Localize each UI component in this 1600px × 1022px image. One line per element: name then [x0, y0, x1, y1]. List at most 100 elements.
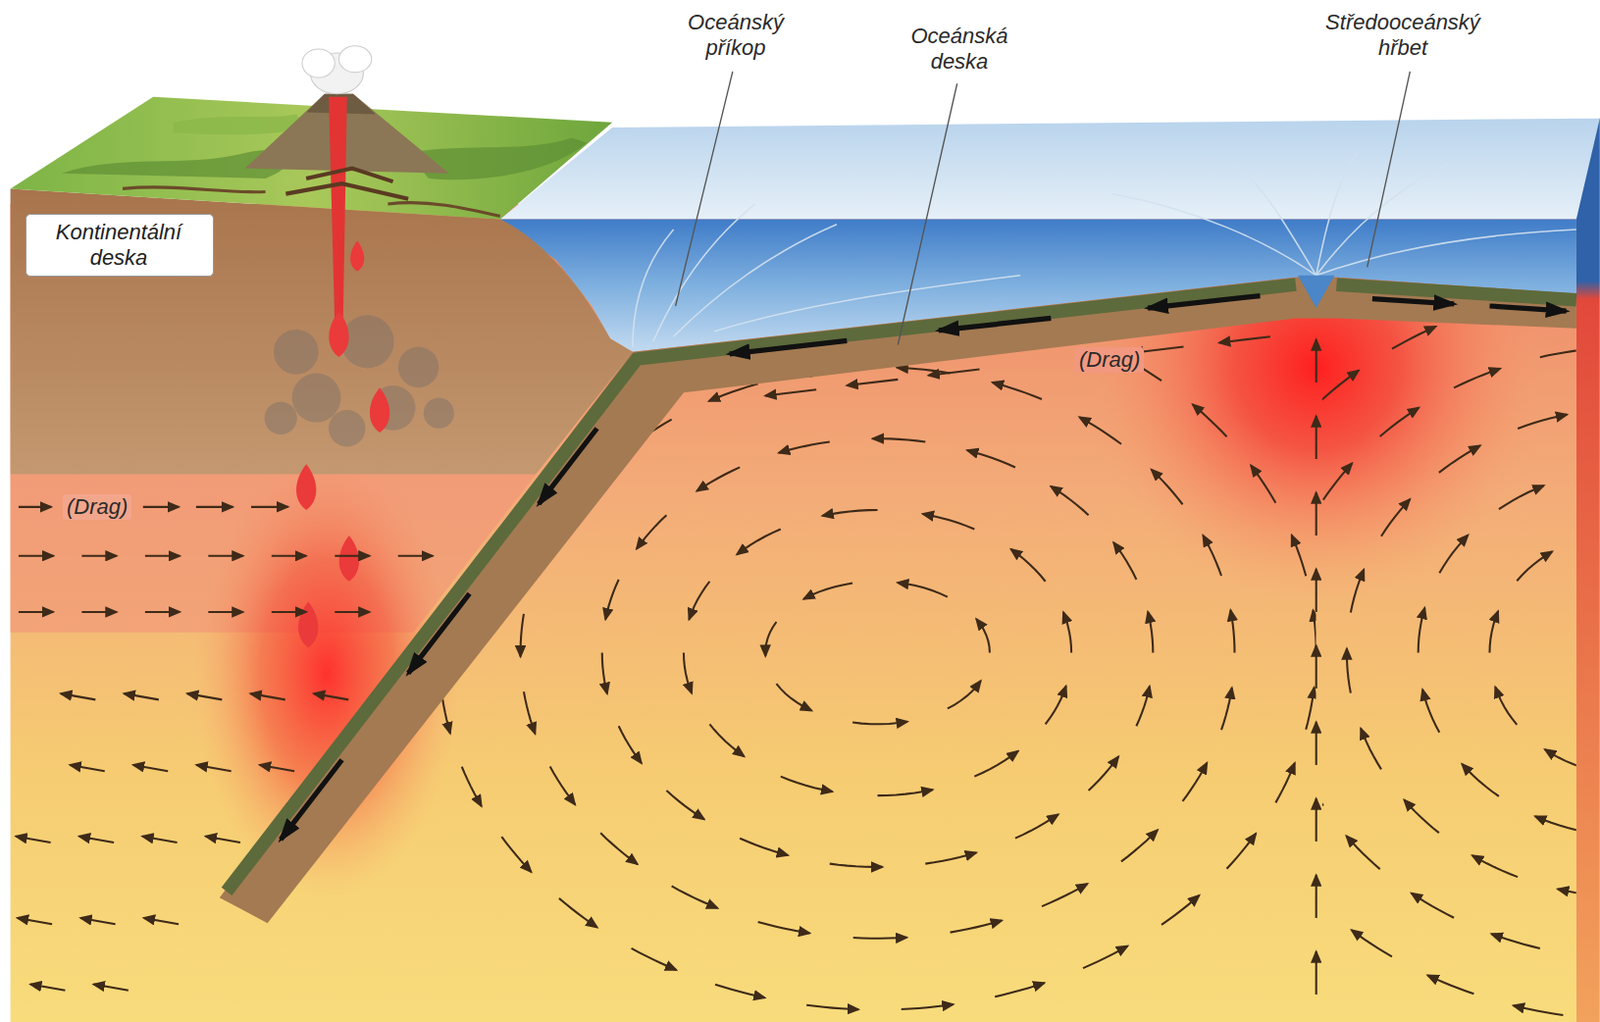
flow-arrow: [715, 984, 766, 999]
flow-arrow: [145, 555, 180, 558]
flow-arrow: [775, 683, 812, 711]
flow-arrow: [1219, 336, 1271, 343]
ridge-rift: [1297, 275, 1335, 309]
flow-arrow: [778, 441, 830, 453]
flow-arrow: [1427, 975, 1474, 994]
flow-arrow: [1491, 933, 1540, 949]
flow-arrow: [81, 611, 116, 614]
flow-arrow: [755, 300, 807, 310]
flow-arrow: [1183, 763, 1208, 802]
flow-arrow: [559, 898, 598, 929]
magma-drops: [296, 240, 390, 648]
flow-arrow: [994, 982, 1044, 997]
flow-arrow: [629, 419, 671, 448]
plate-label: Oceánská deska: [898, 23, 1021, 75]
flow-arrow: [94, 984, 129, 991]
flow-arrow: [1192, 404, 1228, 437]
flow-arrow: [1230, 610, 1235, 654]
flow-arrow: [1350, 569, 1364, 614]
flow-arrow: [848, 295, 901, 299]
ocean-surface: [500, 118, 1600, 220]
flow-arrow: [18, 611, 53, 614]
flow-arrow: [1305, 687, 1314, 730]
flow-arrow: [967, 450, 1016, 467]
flow-arrow: [780, 776, 833, 792]
flow-arrow: [974, 751, 1019, 777]
flow-arrow: [1346, 648, 1351, 693]
flow-arrow: [1315, 722, 1318, 766]
flow-arrow: [1588, 530, 1600, 537]
flow-arrow: [1206, 569, 1216, 614]
flow-arrow: [17, 918, 52, 925]
flow-arrow: [992, 382, 1042, 400]
flow-arrow: [696, 466, 740, 491]
flow-arrow: [822, 510, 878, 517]
flow-arrow: [600, 832, 638, 865]
flow-arrow: [80, 918, 115, 925]
flow-arrow: [79, 836, 114, 843]
flow-arrow: [334, 611, 369, 614]
flow-arrow: [1135, 686, 1149, 727]
flow-arrow: [1380, 408, 1420, 437]
flow-arrow: [668, 320, 716, 339]
continental-crust: [10, 188, 633, 474]
flow-arrow: [1439, 445, 1481, 473]
flow-arrow: [671, 885, 719, 908]
flow-arrow: [1411, 893, 1454, 919]
flow-arrow: [943, 300, 995, 310]
flow-arrow: [1403, 800, 1439, 834]
flow-arrow: [207, 611, 243, 614]
flow-arrow: [30, 984, 65, 991]
flow-arrow: [206, 836, 241, 843]
flow-arrow: [1275, 609, 1280, 654]
flow-arrow: [803, 583, 853, 600]
flow-arrow: [142, 836, 177, 843]
flow-arrow: [709, 383, 759, 402]
flow-arrow: [18, 506, 52, 509]
flow-arrow: [1315, 645, 1318, 689]
flow-arrow: [196, 506, 233, 509]
flow-arrow: [683, 653, 692, 694]
flow-arrow: [688, 581, 710, 620]
flow-arrow: [271, 611, 307, 614]
flow-arrow: [1321, 370, 1359, 401]
flow-arrow: [605, 579, 619, 620]
flow-arrow: [1489, 611, 1498, 653]
flow-arrow: [736, 528, 781, 555]
flow-arrow: [1315, 798, 1318, 842]
flow-arrow: [1315, 951, 1318, 995]
flow-arrow: [1147, 612, 1153, 654]
magma-chamber-rock: [264, 314, 455, 447]
flow-arrow: [144, 918, 179, 925]
flow-arrow: [877, 789, 933, 796]
flow-arrow: [18, 555, 53, 558]
flow-arrow: [1472, 855, 1518, 878]
plate-motion-arrows: [280, 296, 1566, 840]
flow-arrow: [1151, 469, 1184, 506]
flow-arrow: [1083, 946, 1128, 970]
flow-arrow: [1226, 495, 1246, 536]
flow-arrow: [1315, 339, 1318, 383]
flow-arrow: [1545, 749, 1589, 770]
flow-arrow: [1213, 727, 1228, 771]
flow-arrow: [196, 765, 231, 772]
flow-arrow: [1461, 764, 1499, 797]
flow-arrow: [1540, 349, 1591, 358]
flow-arrow: [334, 555, 369, 558]
convection-arrows: [15, 286, 1600, 1021]
volcano: [245, 46, 450, 327]
flow-arrow: [896, 367, 950, 374]
flow-arrow: [636, 515, 667, 549]
flow-arrow: [1045, 686, 1067, 725]
flow-arrow: [1221, 687, 1233, 730]
flow-arrow: [1517, 414, 1567, 429]
leader-lines: [675, 71, 1411, 346]
flow-arrow: [1300, 766, 1324, 806]
flow-arrow: [1121, 829, 1158, 862]
flow-arrow: [739, 838, 788, 856]
flow-arrow: [207, 555, 243, 558]
flow-arrow: [259, 765, 295, 772]
flow-arrow: [846, 379, 898, 386]
